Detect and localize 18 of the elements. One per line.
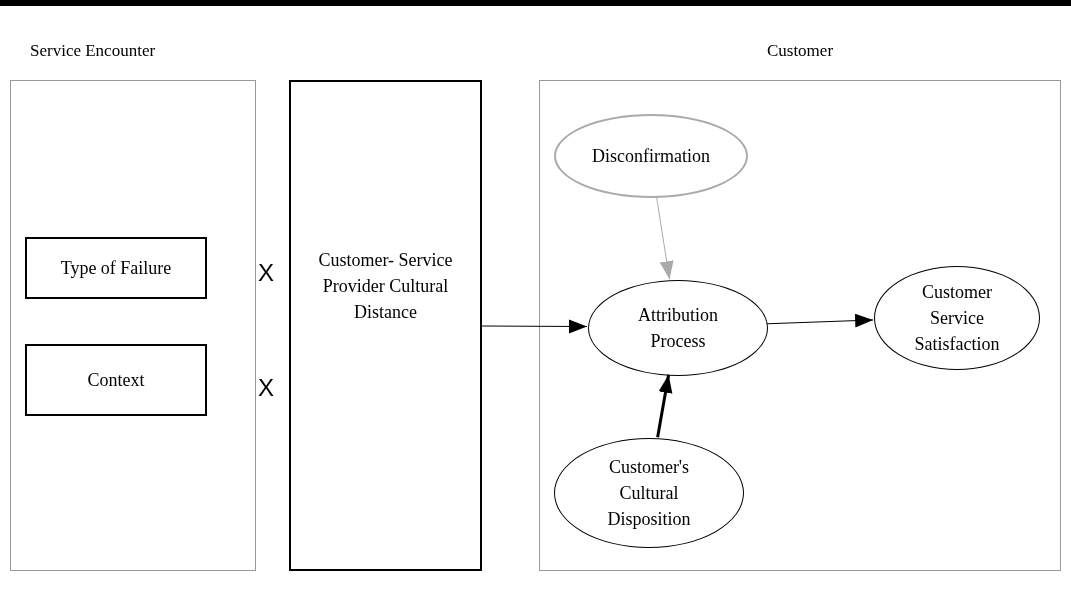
node-label: Customer- Service Provider Cultural Distance (317, 248, 454, 324)
node-label: Attribution Process (637, 304, 719, 353)
group-heading: Customer (766, 40, 834, 62)
arrow (766, 313, 874, 328)
arrow (656, 196, 674, 280)
moderator-box (289, 80, 482, 571)
multiplication-sign: X (258, 373, 272, 403)
node-label: Context (86, 369, 146, 392)
factor-box (25, 237, 207, 299)
node-label: Customer's Cultural Disposition (606, 456, 692, 531)
arrow (481, 319, 588, 334)
multiplication-sign: X (258, 258, 272, 288)
group-heading: Service Encounter (30, 40, 156, 62)
arrow (656, 374, 673, 438)
node-label: Disconfirmation (591, 145, 711, 168)
node-label: Customer Service Satisfaction (913, 281, 1001, 356)
factor-box (25, 344, 207, 416)
node-label: Type of Failure (59, 257, 173, 280)
